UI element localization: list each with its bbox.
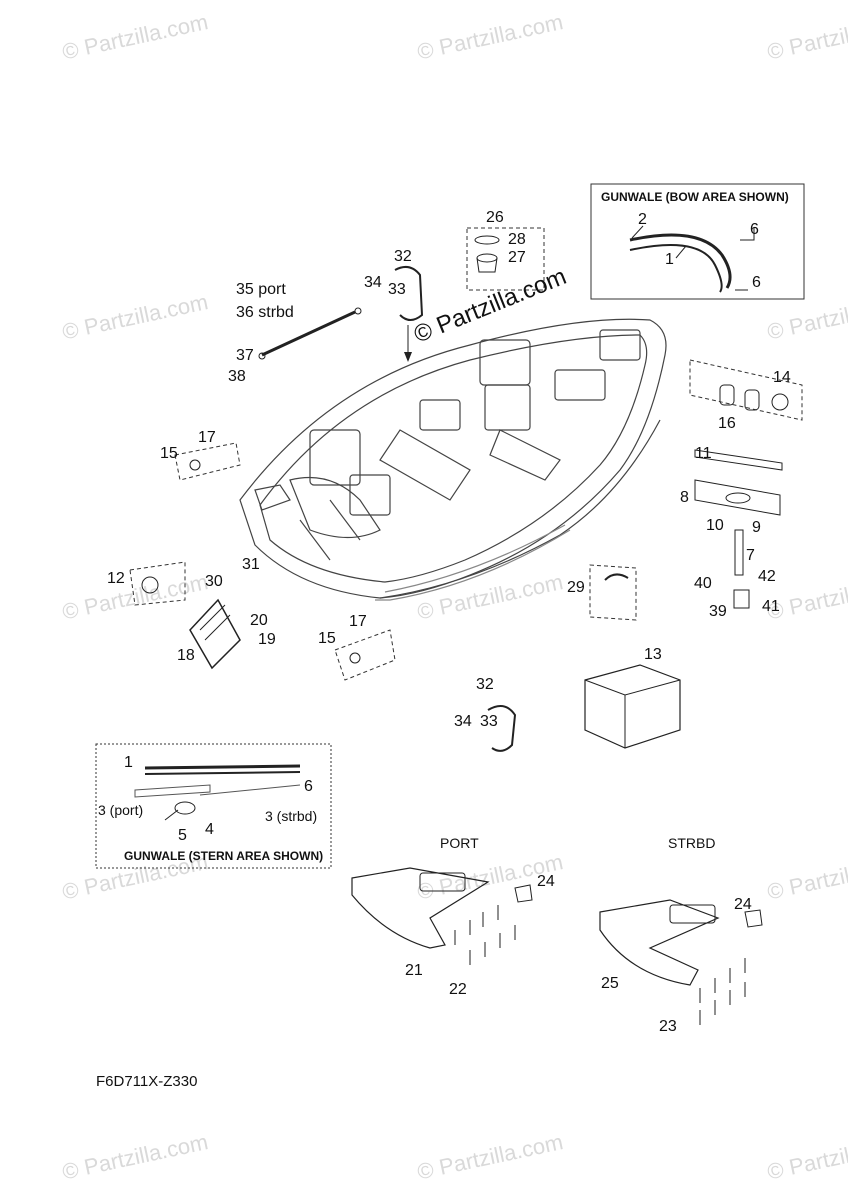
callout: 24	[537, 873, 555, 890]
callout: 16	[718, 415, 736, 432]
callout: 4	[205, 821, 214, 838]
callout: 1	[665, 251, 674, 268]
callout: 30	[205, 573, 223, 590]
hinge-set-lower	[334, 629, 396, 681]
callout: 25	[601, 975, 619, 992]
grab-rail-lower	[487, 705, 517, 752]
rod-port-strbd	[258, 307, 362, 360]
callout: 7	[746, 547, 755, 564]
callout: 33	[480, 713, 498, 730]
callout: 41	[762, 598, 780, 615]
bow-box-title: GUNWALE (BOW AREA SHOWN)	[601, 190, 789, 204]
cleat-part	[589, 564, 637, 621]
callout: 5	[178, 827, 187, 844]
bow-gunwale-box: GUNWALE (BOW AREA SHOWN)	[590, 183, 805, 300]
bolt-group-strbd	[699, 958, 746, 1025]
callout: 29	[567, 579, 585, 596]
strbd-label: STRBD	[668, 835, 715, 851]
callout: 6	[752, 274, 761, 291]
callout: 9	[752, 519, 761, 536]
step-ladder	[189, 598, 241, 670]
callout: 40	[694, 575, 712, 592]
callout: 28	[508, 231, 526, 248]
callout: 31	[242, 556, 260, 573]
callout: 1	[124, 754, 133, 771]
callout: 38	[228, 368, 246, 385]
callout: 22	[449, 981, 467, 998]
callout: 42	[758, 568, 776, 585]
callout: 34	[364, 274, 382, 291]
trim-tab-strbd	[599, 899, 763, 986]
callout: 19	[258, 631, 276, 648]
callout: 32	[476, 676, 494, 693]
diagram-code: F6D711X-Z330	[96, 1073, 198, 1090]
callout-labels: 2 1 6 6 26 28 27 32 34 33 35 port 36 str…	[98, 209, 791, 1035]
callout: 26	[486, 209, 504, 226]
callout: 18	[177, 647, 195, 664]
callout: 35 port	[236, 281, 286, 298]
center-watermark: © Partzilla.com	[410, 263, 570, 349]
callout: 39	[709, 603, 727, 620]
callout: 3 (port)	[98, 802, 143, 818]
callout: 13	[644, 646, 662, 663]
callout: 17	[349, 613, 367, 630]
callout: 32	[394, 248, 412, 265]
boat-hull-drawing	[239, 318, 667, 601]
callout: 17	[198, 429, 216, 446]
hinge-set-right	[689, 359, 803, 421]
callout: 15	[318, 630, 336, 647]
callout: 15	[160, 445, 178, 462]
callout: 2	[638, 211, 647, 228]
stern-box-title: GUNWALE (STERN AREA SHOWN)	[124, 849, 323, 863]
callout: 27	[508, 249, 526, 266]
stern-gunwale-box: GUNWALE (STERN AREA SHOWN)	[95, 743, 332, 869]
callout: 14	[773, 369, 791, 386]
callout: 37	[236, 347, 254, 364]
trim-tab-port	[351, 867, 533, 949]
callout: 33	[388, 281, 406, 298]
callout: 34	[454, 713, 472, 730]
callout: 24	[734, 896, 752, 913]
callout: 11	[695, 445, 712, 462]
callout: 36 strbd	[236, 304, 294, 321]
hinge-set-left	[174, 442, 241, 481]
callout: 6	[304, 778, 313, 795]
center-watermark-group: © Partzilla.com	[410, 263, 570, 349]
port-label: PORT	[440, 835, 479, 851]
latch-plate	[129, 561, 186, 606]
cooler-part	[584, 664, 681, 749]
callout: 21	[405, 962, 423, 979]
callout: 8	[680, 489, 689, 506]
bolt-group-port	[454, 905, 516, 965]
callout: 3 (strbd)	[265, 808, 317, 824]
drink-holder-part	[466, 227, 545, 291]
callout: 23	[659, 1018, 677, 1035]
callout: 6	[750, 221, 759, 238]
grab-rail-upper	[394, 265, 424, 362]
callout: 12	[107, 570, 125, 587]
hatch-lid-assy	[694, 449, 783, 609]
callout: 10	[706, 517, 724, 534]
callout: 20	[250, 612, 268, 629]
